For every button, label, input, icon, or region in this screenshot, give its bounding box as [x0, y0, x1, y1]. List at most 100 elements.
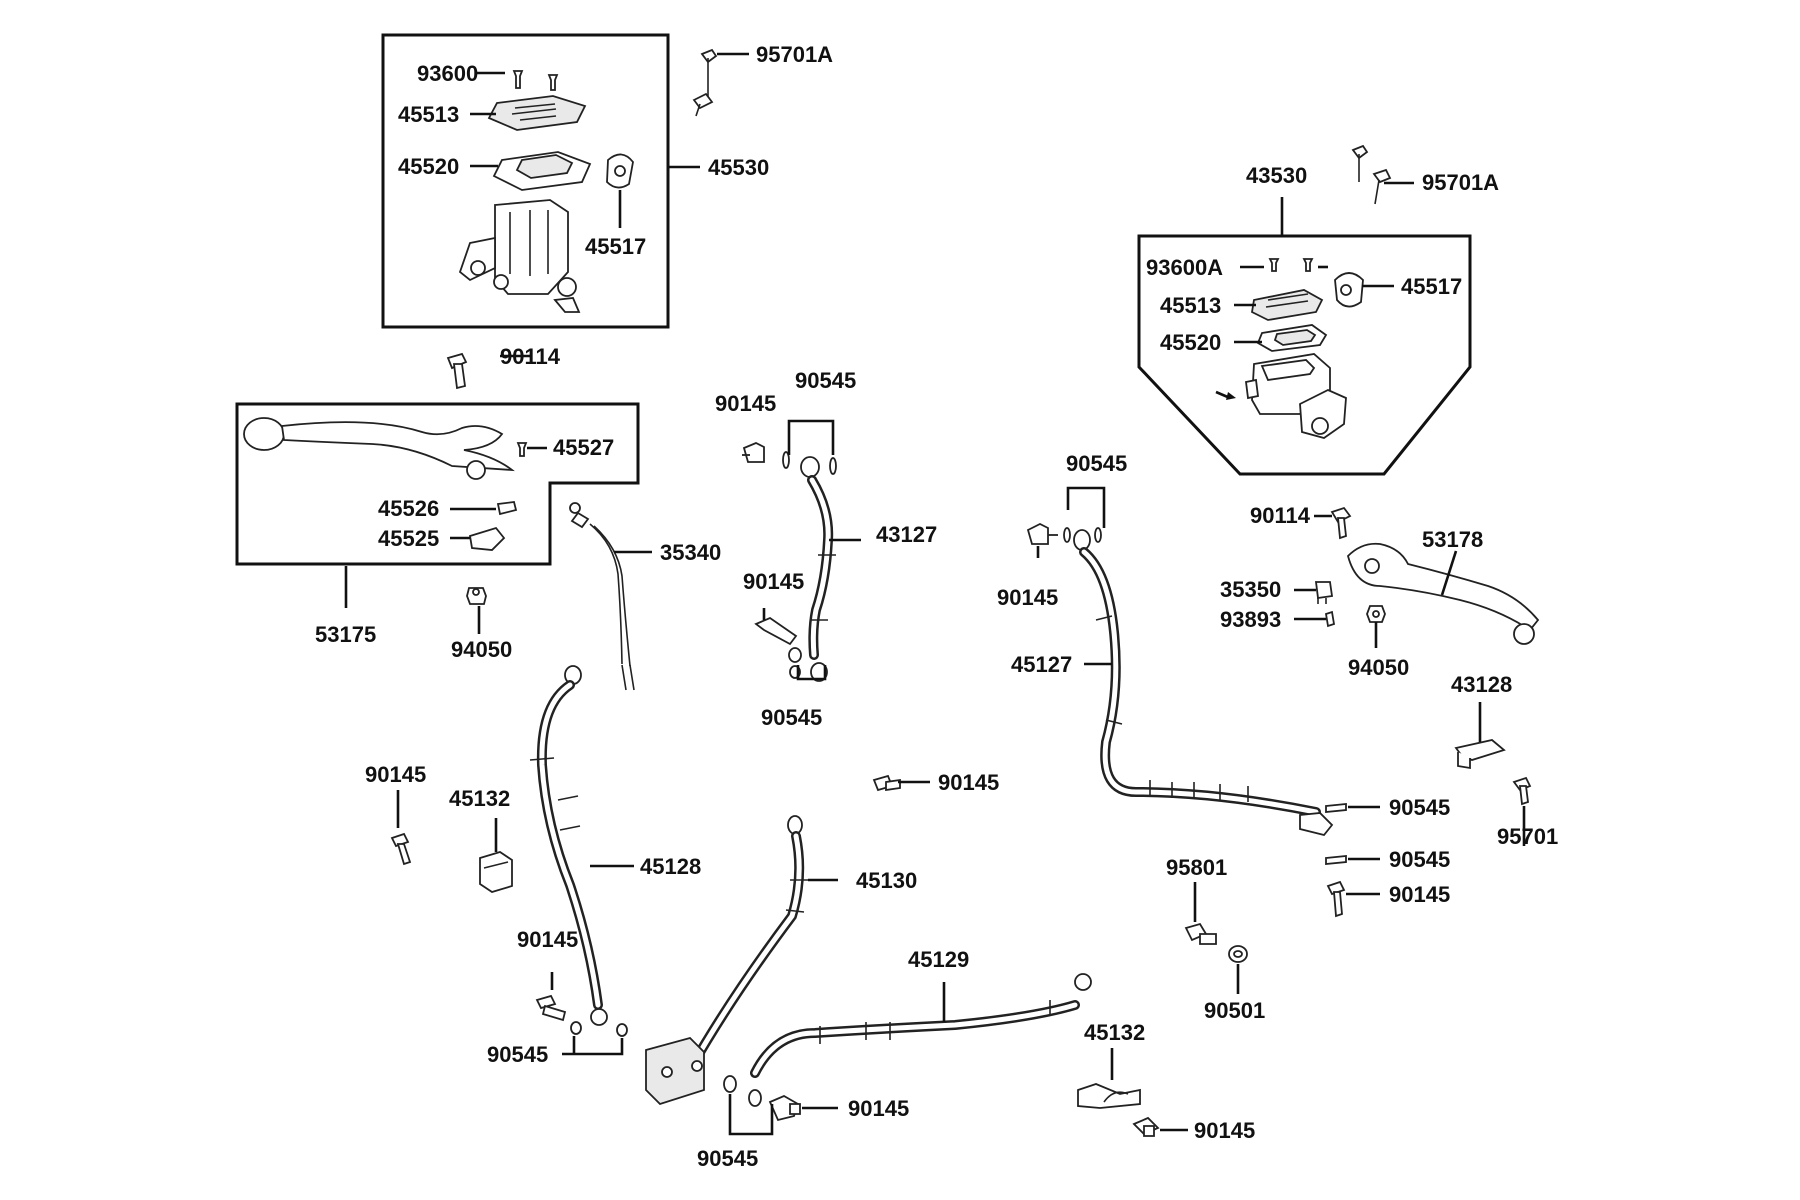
label-45520-left: 45520	[398, 154, 459, 179]
washer-90545-d	[748, 1089, 762, 1107]
spring-45526	[496, 501, 518, 516]
label-45132-left: 45132	[449, 786, 510, 811]
brake-switch-35340	[569, 502, 635, 691]
washer-90501	[1228, 945, 1248, 963]
label-93893: 93893	[1220, 607, 1281, 632]
washer-90545-c	[723, 1075, 737, 1093]
label-53175: 53175	[315, 622, 376, 647]
label-45525: 45525	[378, 526, 439, 551]
label-90145-upper-right: 90145	[997, 585, 1058, 610]
label-90145-bottom-mid: 90145	[848, 1096, 909, 1121]
hose-45127	[1026, 522, 1334, 837]
label-90545-45128: 90545	[487, 1042, 548, 1067]
bracket-45525	[468, 526, 506, 551]
diaphragm-45520-right	[1256, 324, 1328, 352]
label-90501: 90501	[1204, 998, 1265, 1023]
label-90545-upper-left: 90545	[795, 368, 856, 393]
hose-45129	[750, 973, 1092, 1078]
mirror-clamp-45517-right	[1334, 272, 1364, 308]
clamp-45132-left	[479, 851, 513, 893]
label-35350: 35350	[1220, 577, 1281, 602]
label-45130: 45130	[856, 868, 917, 893]
bolt-90114-left	[446, 352, 468, 390]
label-90145-left-lower: 90145	[365, 762, 426, 787]
master-cylinder-body-right	[1215, 353, 1347, 439]
hose-43127	[742, 442, 837, 682]
label-90145-mid-left: 90145	[743, 569, 804, 594]
label-95701A-left: 95701A	[756, 42, 833, 67]
label-90545-bottom: 90545	[697, 1146, 758, 1171]
bolt-90145-lower-mid	[768, 1094, 801, 1122]
label-90145-45128: 90145	[517, 927, 578, 952]
label-45530: 45530	[708, 155, 769, 180]
bracket-43128	[1454, 739, 1506, 770]
switch-35350	[1314, 581, 1334, 604]
brake-lever-53178	[1346, 542, 1540, 645]
washers-90545-right	[1325, 803, 1347, 865]
mirror-clamp-45517-left	[606, 153, 634, 189]
label-45513-right: 45513	[1160, 293, 1221, 318]
washer-90545-b	[616, 1023, 628, 1037]
label-90545-right-a: 90545	[1389, 795, 1450, 820]
label-53178: 53178	[1422, 527, 1483, 552]
label-94050-right: 94050	[1348, 655, 1409, 680]
bolt-95701A-left	[692, 48, 718, 117]
label-90145-mid: 90145	[938, 770, 999, 795]
screws-93600A	[1268, 258, 1314, 272]
screws-93600	[512, 70, 559, 91]
label-90545-upper-right: 90545	[1066, 451, 1127, 476]
bolt-90145-right-lower	[1326, 880, 1346, 918]
label-45526: 45526	[378, 496, 439, 521]
label-45132-right: 45132	[1084, 1020, 1145, 1045]
reservoir-cap-45513-right	[1251, 289, 1324, 321]
bolt-90145-right-bottom	[1132, 1116, 1160, 1137]
bolt-95701	[1512, 776, 1532, 806]
label-45127: 45127	[1011, 652, 1072, 677]
label-94050-left: 94050	[451, 637, 512, 662]
clamp-45132-right	[1077, 1083, 1141, 1109]
label-93600A: 93600A	[1146, 255, 1223, 280]
label-45517-right: 45517	[1401, 274, 1462, 299]
label-90145-right-bottom: 90145	[1194, 1118, 1255, 1143]
label-35340: 35340	[660, 540, 721, 565]
label-93600: 93600	[417, 61, 478, 86]
label-95701A-right: 95701A	[1422, 170, 1499, 195]
screw-93893	[1324, 610, 1336, 628]
bolt-90145-lower-45128	[535, 994, 567, 1022]
label-45128: 45128	[640, 854, 701, 879]
bolt-90145-mid	[872, 774, 901, 792]
label-90145-right-lower: 90145	[1389, 882, 1450, 907]
junction-block	[645, 1036, 705, 1106]
label-43127: 43127	[876, 522, 937, 547]
label-90145-upper-left: 90145	[715, 391, 776, 416]
washer-94050-left	[466, 587, 487, 605]
label-45517-left: 45517	[585, 234, 646, 259]
label-90545-right-b: 90545	[1389, 847, 1450, 872]
master-cylinder-box-left	[381, 33, 670, 329]
label-90114-right: 90114	[1250, 503, 1311, 528]
label-90114-left: 90114	[500, 344, 561, 369]
washer-90545-a	[570, 1021, 582, 1035]
hose-45130	[687, 815, 808, 1071]
bolt-95801	[1184, 922, 1217, 945]
master-cylinder-body-left	[458, 199, 581, 313]
label-90545-mid-left: 90545	[761, 705, 822, 730]
label-45513-left: 45513	[398, 102, 459, 127]
label-45520-right: 45520	[1160, 330, 1221, 355]
pin-45527	[516, 442, 528, 457]
bolt-90145-left-lower	[390, 832, 412, 866]
master-cylinder-box-right	[1137, 234, 1472, 476]
washer-94050-right	[1366, 605, 1386, 623]
label-45129: 45129	[908, 947, 969, 972]
bolt-90114-right	[1330, 506, 1352, 540]
label-95701: 95701	[1497, 824, 1558, 849]
label-95801: 95801	[1166, 855, 1227, 880]
label-45527: 45527	[553, 435, 614, 460]
lever-box-left	[235, 402, 640, 566]
label-43128: 43128	[1451, 672, 1512, 697]
brake-lever-53175	[243, 417, 515, 480]
diaphragm-45520	[492, 151, 592, 191]
label-43530: 43530	[1246, 163, 1307, 188]
reservoir-cap-45513	[487, 95, 587, 131]
